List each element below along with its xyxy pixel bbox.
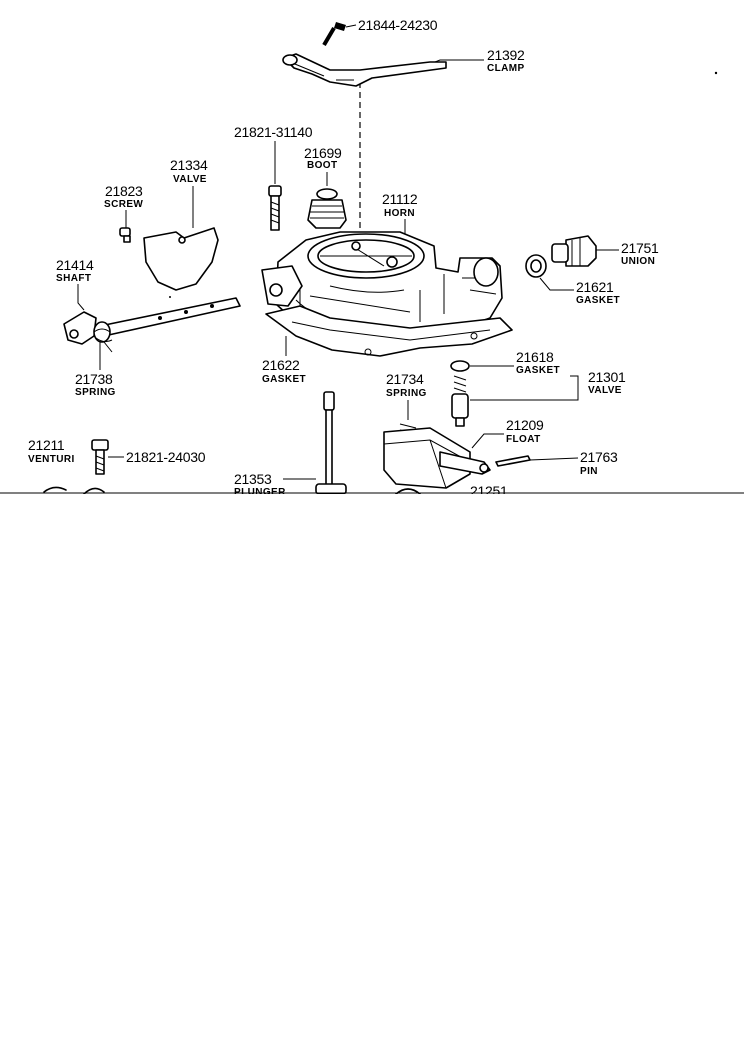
- needle-valve-drawing: [451, 375, 469, 427]
- callout-21734-name: SPRING: [386, 388, 427, 399]
- choke-shaft-drawing: [63, 297, 241, 345]
- callout-21621-name: GASKET: [576, 295, 620, 306]
- callout-21334-number: 21334: [170, 157, 208, 173]
- callout-21734-number: 21734: [386, 371, 424, 387]
- callout-21699-number: 21699: [304, 145, 342, 161]
- air-horn-body-drawing: [261, 231, 503, 343]
- callout-21821-31140-number: 21821-31140: [234, 124, 313, 140]
- callout-21112-name: HORN: [384, 208, 415, 219]
- specks: [169, 71, 718, 298]
- callout-21844-24230-number: 21844-24230: [358, 17, 438, 33]
- choke-valve-plate-drawing: [143, 227, 219, 291]
- callout-21334-name: VALVE: [173, 174, 207, 185]
- leader-21844-24230: [345, 24, 357, 28]
- union-fitting-drawing: [551, 235, 597, 267]
- blank-lower-area: [0, 494, 744, 1050]
- callout-21211-number: 21211: [28, 437, 65, 453]
- callout-21392-name: CLAMP: [487, 63, 525, 74]
- callout-21751-number: 21751: [621, 240, 659, 256]
- callout-21622-name: GASKET: [262, 374, 306, 385]
- leader-21414: [77, 284, 85, 311]
- callout-21618-name: GASKET: [516, 365, 560, 376]
- callout-21209-number: 21209: [506, 417, 544, 433]
- callout-21392-number: 21392: [487, 47, 525, 63]
- leader-21621: [539, 277, 574, 291]
- clamp-drawing: [282, 53, 447, 87]
- base-gasket-drawing: [265, 305, 513, 357]
- choke-spring-drawing: [93, 321, 113, 353]
- callout-21622-number: 21622: [262, 357, 300, 373]
- callout-21211-name: VENTURI: [28, 454, 75, 465]
- plunger-drawing: [315, 391, 347, 495]
- leader-21763: [529, 457, 579, 461]
- screw-21823-drawing: [119, 227, 131, 243]
- callout-21301-number: 21301: [588, 369, 626, 385]
- callout-21751-name: UNION: [621, 256, 655, 267]
- leader-lines: [77, 24, 619, 480]
- boot-drawing: [307, 188, 347, 229]
- callout-21618-number: 21618: [516, 349, 554, 365]
- callout-21738-name: SPRING: [75, 387, 116, 398]
- callout-21414-name: SHAFT: [56, 273, 91, 284]
- callout-21699-name: BOOT: [307, 160, 338, 171]
- float-pin-drawing: [495, 455, 531, 467]
- screw-21844-24230-drawing: [322, 22, 346, 47]
- callout-21209-name: FLOAT: [506, 434, 541, 445]
- callout-21823-name: SCREW: [104, 199, 143, 210]
- screw-21821-24030-drawing: [91, 439, 109, 475]
- callout-21763-name: PIN: [580, 466, 598, 477]
- float-drawing: [383, 427, 491, 489]
- callout-21763-number: 21763: [580, 449, 618, 465]
- leader-21209: [471, 433, 504, 449]
- leader-21301: [470, 375, 579, 401]
- callout-21301-name: VALVE: [588, 385, 622, 396]
- callout-21112-number: 21112: [382, 191, 418, 207]
- union-gasket-drawing: [525, 254, 547, 278]
- callout-21738-number: 21738: [75, 371, 113, 387]
- needle-valve-gasket-drawing: [450, 360, 470, 372]
- callout-21821-24030-number: 21821-24030: [126, 449, 206, 465]
- callout-21823-number: 21823: [105, 183, 143, 199]
- screw-21821-31140-drawing: [268, 185, 282, 231]
- callout-21414-number: 21414: [56, 257, 94, 273]
- callout-21621-number: 21621: [576, 279, 614, 295]
- callout-21353-number: 21353: [234, 471, 272, 487]
